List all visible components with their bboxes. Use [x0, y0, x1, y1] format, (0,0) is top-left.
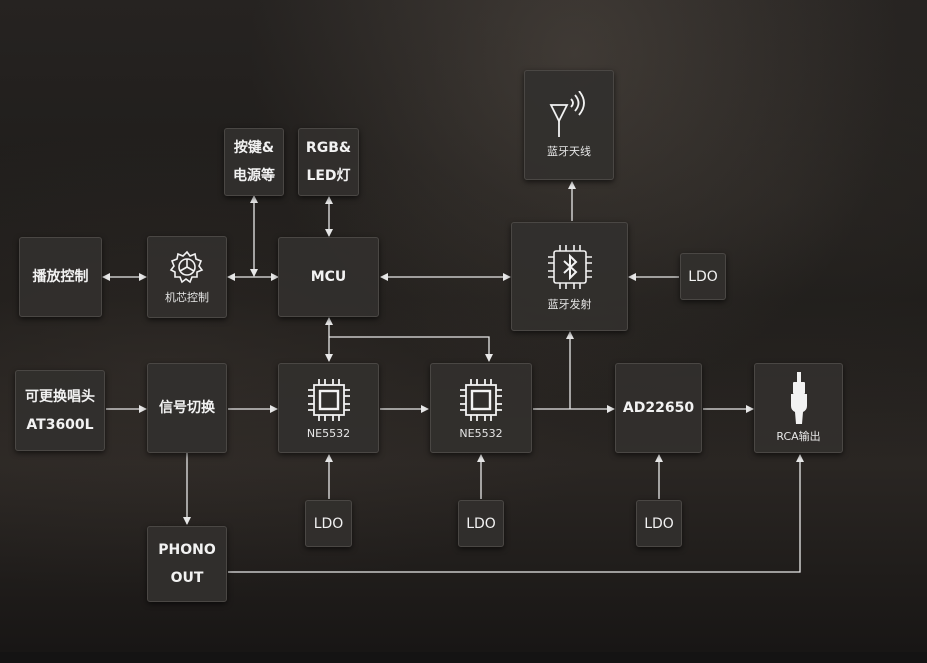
ldo-adc-block: LDO — [636, 500, 682, 547]
phono-label-2: OUT — [170, 570, 204, 586]
chip-icon — [307, 378, 350, 421]
signal-switch-label: 信号切换 — [159, 400, 215, 416]
adc-block: AD22650 — [615, 363, 702, 453]
wire-phono-rca — [228, 454, 804, 573]
rca-plug-icon — [790, 372, 807, 424]
bt-antenna-block: 蓝牙天线 — [524, 70, 614, 180]
core-control-label: 机芯控制 — [165, 291, 209, 304]
rgb-led-block: RGB& LED灯 — [298, 128, 359, 196]
bluetooth-chip-icon — [547, 244, 592, 289]
adc-label: AD22650 — [622, 400, 695, 416]
ldo-opamp2-label: LDO — [466, 515, 496, 532]
bottom-band — [0, 652, 927, 663]
wire-mcu-opamp2 — [329, 336, 493, 362]
chip-icon — [460, 378, 502, 421]
cartridge-label-1: 可更换唱头 — [25, 388, 95, 405]
playback-control-label: 播放控制 — [32, 269, 89, 285]
ldo-bt-label: LDO — [688, 268, 718, 285]
ldo-adc-label: LDO — [644, 515, 674, 532]
gear-icon — [169, 250, 204, 284]
keys-power-label-1: 按键& — [233, 140, 275, 156]
opamp2-block: NE5532 — [430, 363, 532, 453]
mcu-block: MCU — [278, 237, 379, 317]
mcu-label: MCU — [310, 269, 347, 285]
bt-transmit-label: 蓝牙发射 — [547, 297, 592, 311]
antenna-icon — [549, 91, 585, 137]
ldo-opamp2-block: LDO — [458, 500, 504, 547]
keys-power-label-2: 电源等 — [233, 168, 275, 184]
rgb-led-label-2: LED灯 — [306, 168, 351, 184]
phono-label-1: PHONO — [158, 542, 216, 558]
bt-transmit-block: 蓝牙发射 — [511, 222, 628, 331]
phono-out-block: PHONO OUT — [147, 526, 227, 602]
rgb-led-label-1: RGB& — [305, 140, 352, 156]
playback-control-block: 播放控制 — [19, 237, 102, 317]
opamp2-label: NE5532 — [459, 426, 503, 440]
cartridge-block: 可更换唱头 AT3600L — [15, 370, 105, 451]
keys-power-block: 按键& 电源等 — [224, 128, 284, 196]
signal-switch-block: 信号切换 — [147, 363, 227, 453]
ldo-opamp1-label: LDO — [313, 515, 344, 532]
opamp1-block: NE5532 — [278, 363, 379, 453]
opamp1-label: NE5532 — [306, 426, 351, 440]
rca-output-block: RCA输出 — [754, 363, 843, 453]
ldo-bt-block: LDO — [680, 253, 726, 300]
core-control-block: 机芯控制 — [147, 236, 227, 318]
ldo-opamp1-block: LDO — [305, 500, 352, 547]
rca-output-label: RCA输出 — [776, 430, 821, 443]
cartridge-label-2: AT3600L — [26, 416, 94, 433]
bt-antenna-label: 蓝牙天线 — [547, 145, 591, 158]
